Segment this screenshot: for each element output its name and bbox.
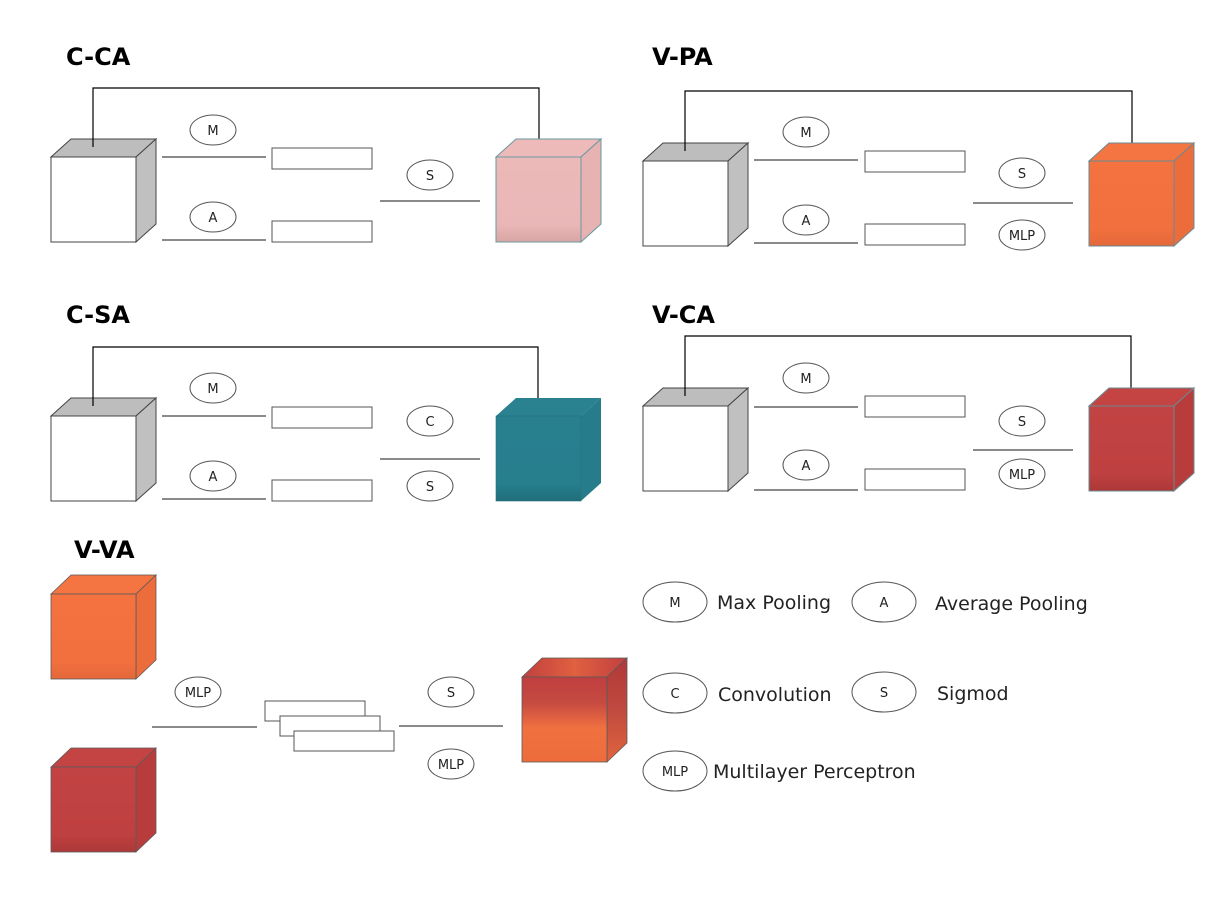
svg-text:S: S xyxy=(880,686,888,701)
feature-vector xyxy=(864,395,966,418)
op-oval-sigmoid: S xyxy=(427,676,475,708)
legend-item-average-pooling: A Average Pooling xyxy=(851,581,1088,623)
op-oval-sigmoid: S xyxy=(998,157,1046,189)
output-cube-pink xyxy=(494,137,603,244)
op-oval-conv: C xyxy=(406,405,454,437)
legend-item-convolution: C Convolution xyxy=(642,672,832,714)
svg-text:MLP: MLP xyxy=(438,758,464,773)
svg-text:Max Pooling: Max Pooling xyxy=(717,592,831,614)
stacked-feature-vectors xyxy=(264,700,395,752)
svg-text:A: A xyxy=(880,596,889,611)
svg-text:A: A xyxy=(209,211,218,226)
output-cube-teal xyxy=(495,398,601,502)
op-oval-sigmoid: S xyxy=(406,470,454,502)
svg-text:M: M xyxy=(207,124,218,139)
svg-text:MLP: MLP xyxy=(662,765,688,780)
op-oval-sigmoid: S xyxy=(998,405,1046,437)
svg-text:S: S xyxy=(426,480,434,495)
panel-title: C-CA xyxy=(66,43,131,71)
output-cube-mixed xyxy=(520,657,629,763)
feature-vector xyxy=(271,147,373,170)
panel-title: V-PA xyxy=(652,43,713,71)
op-oval-avg: A xyxy=(189,460,237,492)
feature-vector xyxy=(864,223,966,246)
input-cube xyxy=(641,386,750,493)
svg-text:S: S xyxy=(1018,415,1026,430)
input-cube xyxy=(49,396,158,503)
legend: M Max Pooling A Average Pooling C Convol… xyxy=(642,581,1088,792)
svg-text:C: C xyxy=(425,415,434,430)
panel-c-ca: C-CA M A S xyxy=(49,43,603,244)
op-oval-avg: A xyxy=(189,201,237,233)
svg-text:Average Pooling: Average Pooling xyxy=(935,593,1088,615)
svg-text:M: M xyxy=(800,126,811,141)
legend-item-max-pooling: M Max Pooling xyxy=(642,581,831,623)
legend-item-sigmod: S Sigmod xyxy=(851,671,1009,713)
op-oval-max: M xyxy=(189,372,237,404)
op-oval-sigmoid: S xyxy=(406,159,454,191)
op-oval-max: M xyxy=(782,116,830,148)
svg-text:MLP: MLP xyxy=(1009,229,1035,244)
feature-vector xyxy=(271,220,373,243)
input-cube-red xyxy=(49,747,158,853)
skip-connection-arrow xyxy=(92,346,543,410)
feature-vector xyxy=(864,468,966,491)
svg-text:A: A xyxy=(802,459,811,474)
panel-v-ca: V-CA M A S MLP xyxy=(641,301,1196,493)
feature-vector xyxy=(271,406,373,429)
svg-text:S: S xyxy=(447,686,455,701)
feature-vector xyxy=(864,150,966,173)
output-cube-red xyxy=(1087,386,1196,493)
op-oval-mlp-1: MLP xyxy=(174,676,222,708)
op-oval-avg: A xyxy=(782,449,830,481)
svg-text:Convolution: Convolution xyxy=(718,684,832,706)
svg-text:M: M xyxy=(669,596,680,611)
svg-text:S: S xyxy=(426,169,434,184)
panel-v-pa: V-PA M A S MLP xyxy=(641,43,1196,251)
op-oval-mlp: MLP xyxy=(998,458,1046,490)
skip-connection-arrow xyxy=(684,335,1136,399)
skip-connection-arrow xyxy=(684,90,1137,153)
svg-text:Sigmod: Sigmod xyxy=(937,683,1009,705)
svg-text:M: M xyxy=(207,382,218,397)
input-cube-orange xyxy=(49,574,158,680)
output-cube-orange xyxy=(1087,141,1196,248)
svg-text:Multilayer Perceptron: Multilayer Perceptron xyxy=(713,761,916,783)
svg-text:MLP: MLP xyxy=(185,686,211,701)
panel-v-va: V-VA MLP S MLP xyxy=(49,536,629,853)
skip-connection-arrow xyxy=(92,87,544,151)
svg-text:MLP: MLP xyxy=(1009,468,1035,483)
panel-title: V-VA xyxy=(74,536,135,564)
svg-text:M: M xyxy=(800,372,811,387)
op-oval-avg: A xyxy=(782,204,830,236)
panel-title: V-CA xyxy=(652,301,715,329)
feature-vector xyxy=(271,479,373,502)
svg-text:A: A xyxy=(209,470,218,485)
op-oval-max: M xyxy=(782,362,830,394)
svg-text:C: C xyxy=(670,687,679,702)
op-oval-mlp: MLP xyxy=(998,219,1046,251)
svg-text:S: S xyxy=(1018,167,1026,182)
svg-text:A: A xyxy=(802,214,811,229)
op-oval-mlp-2: MLP xyxy=(427,748,475,780)
panel-title: C-SA xyxy=(66,301,130,329)
input-cube xyxy=(641,141,750,248)
panel-c-sa: C-SA M A C S xyxy=(49,301,601,503)
legend-item-multilayer-perceptron: MLP Multilayer Perceptron xyxy=(642,750,916,792)
op-oval-max: M xyxy=(189,114,237,146)
input-cube xyxy=(49,137,158,244)
